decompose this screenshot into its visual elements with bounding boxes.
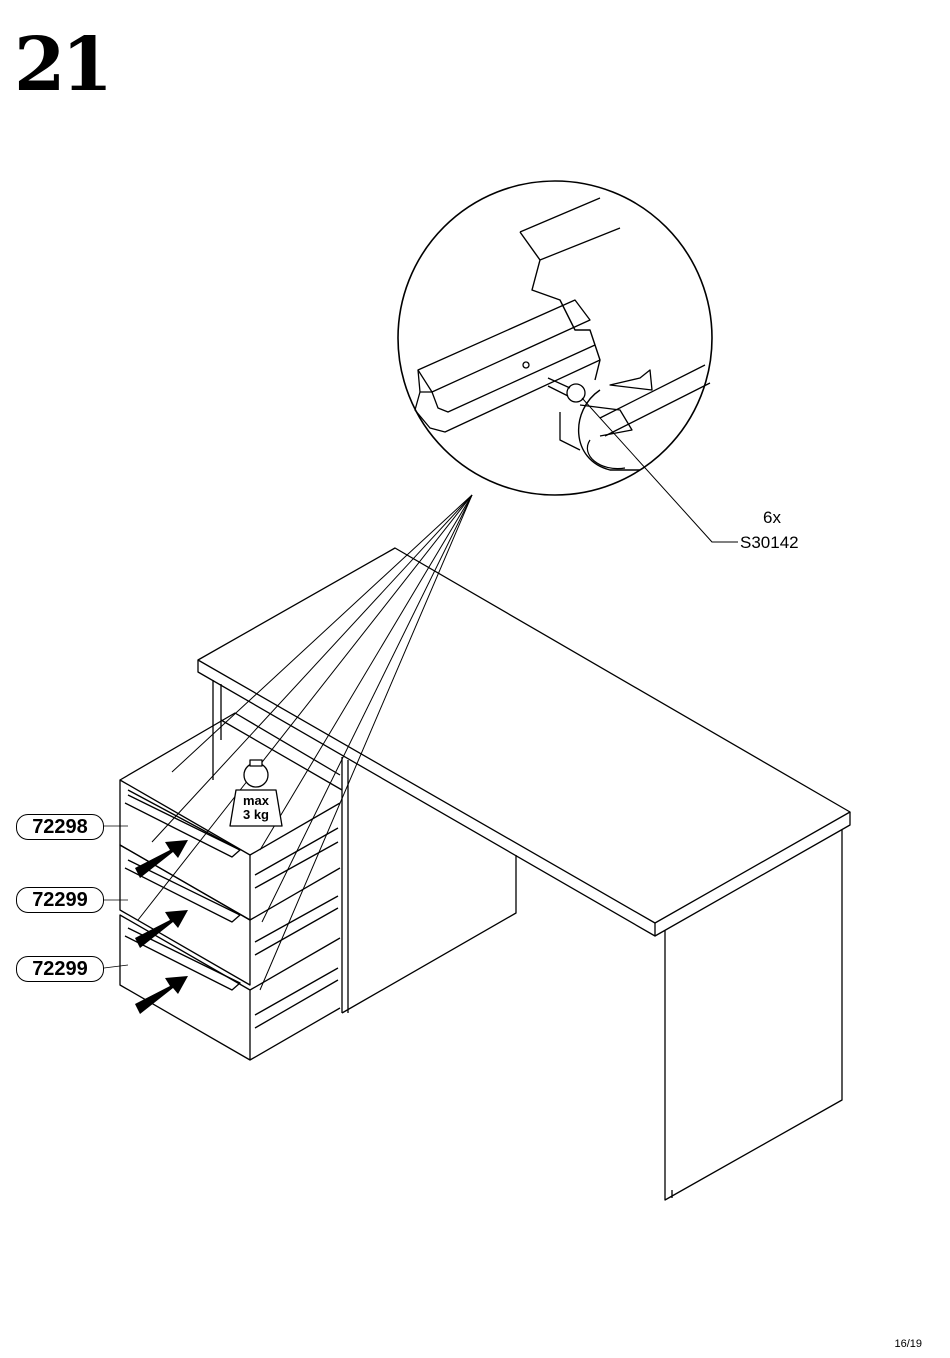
drawer-code-2: 72299: [16, 887, 104, 913]
screw-code: S30142: [740, 533, 799, 553]
desk: [120, 548, 850, 1200]
detail-quantity: 6x: [763, 508, 781, 528]
detail-magnifier: [398, 181, 712, 495]
detail-rays: [138, 495, 472, 990]
drawer-code-1: 72298: [16, 814, 104, 840]
weight-limit: max 3 kg: [232, 794, 280, 822]
weight-limit-line2: 3 kg: [232, 808, 280, 822]
weight-limit-line1: max: [232, 794, 280, 808]
drawer-code-3: 72299: [16, 956, 104, 982]
page-number: 16/19: [894, 1338, 922, 1350]
